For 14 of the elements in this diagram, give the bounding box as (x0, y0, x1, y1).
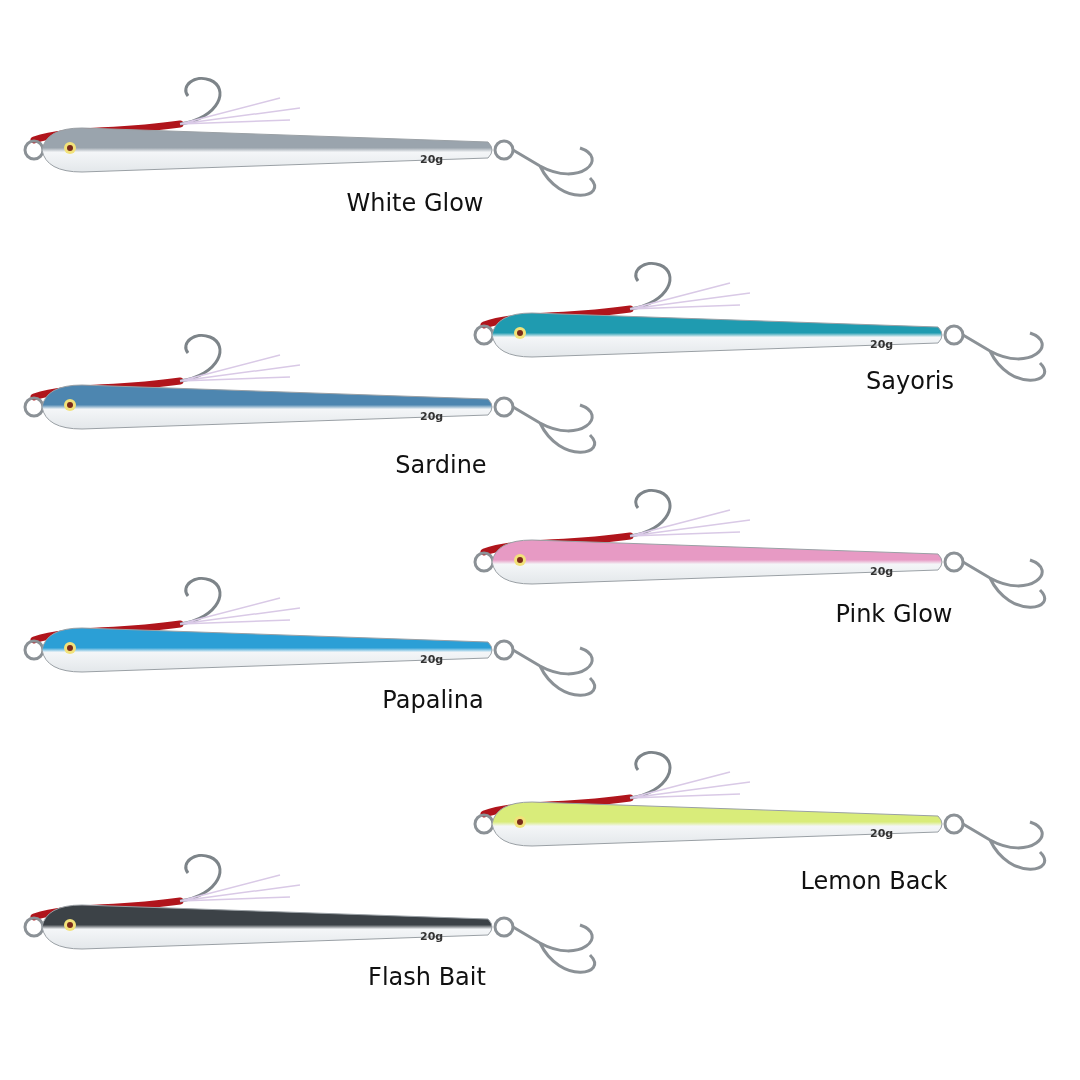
lure-name: Sayoris (866, 369, 954, 393)
lure-name: Flash Bait (368, 965, 486, 989)
lure-name: Pink Glow (835, 602, 953, 626)
lure-name: Sardine (395, 453, 487, 477)
weight-label: 20g (870, 566, 894, 577)
weight-label: 20g (870, 828, 894, 839)
weight-label: 20g (420, 931, 444, 942)
weight-label: 20g (420, 654, 444, 665)
weight-label: 20g (420, 154, 444, 165)
lure-name: Papalina (382, 688, 484, 712)
weight-label: 20g (870, 339, 894, 350)
lure-name: Lemon Back (800, 869, 948, 893)
lure-name: White Glow (346, 191, 484, 215)
weight-label: 20g (420, 411, 444, 422)
